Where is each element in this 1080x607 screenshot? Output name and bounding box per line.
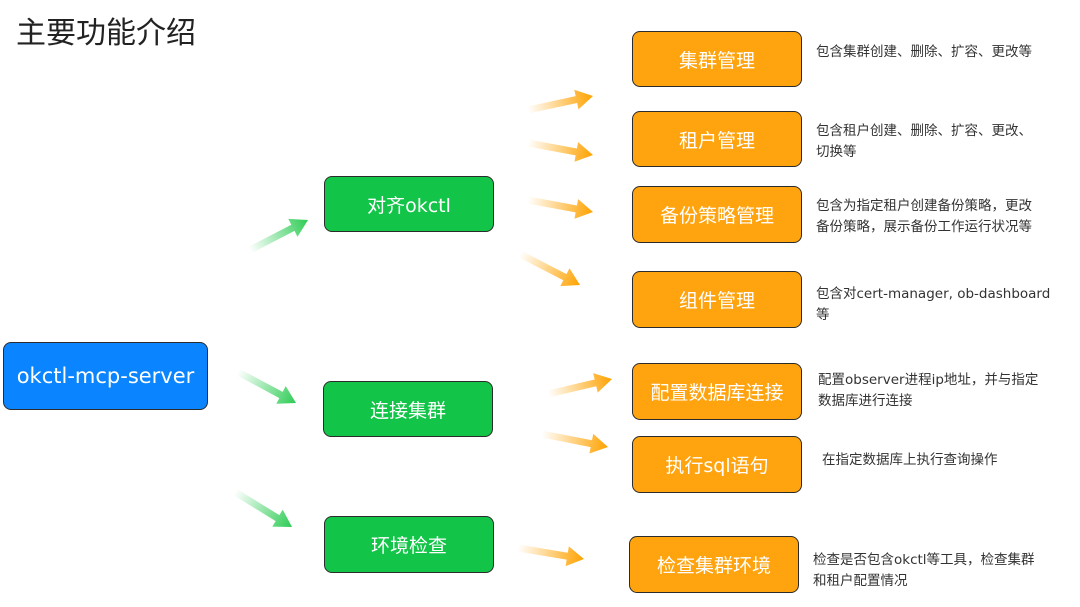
category-node-align: 对齐okctl xyxy=(324,176,494,232)
description-line: 包含对cert-manager, ob-dashboard xyxy=(816,286,1051,302)
feature-node-backup-policy: 备份策略管理 xyxy=(632,186,802,243)
arrow-to-check-env xyxy=(517,544,584,567)
feature-label: 集群管理 xyxy=(678,49,755,72)
feature-label: 检查集群环境 xyxy=(656,555,771,577)
description-line: 和租户配置情况 xyxy=(813,573,908,589)
description-line: 检查是否包含okctl等工具，检查集群 xyxy=(813,552,1035,568)
arrow-to-env-check xyxy=(233,489,292,527)
feature-description: 包含对cert-manager, ob-dashboard 等 xyxy=(816,284,1050,326)
root-label: okctl-mcp-server xyxy=(16,364,195,388)
feature-node-db-connection: 配置数据库连接 xyxy=(632,363,802,420)
category-node-env-check: 环境检查 xyxy=(324,516,494,573)
root-node: okctl-mcp-server xyxy=(3,342,208,410)
feature-label: 执行sql语句 xyxy=(665,455,769,477)
feature-description: 配置observer进程ip地址，并与指定 数据库进行连接 xyxy=(818,370,1038,412)
arrow-to-cluster-mgmt xyxy=(527,89,593,114)
feature-description: 包含租户创建、删除、扩容、更改、 切换等 xyxy=(816,121,1032,163)
category-label: 连接集群 xyxy=(369,399,446,422)
feature-node-exec-sql: 执行sql语句 xyxy=(632,436,802,493)
description-line: 等 xyxy=(816,307,830,323)
description-line: 包含为指定租户创建备份策略，更改 xyxy=(816,198,1032,214)
category-label: 对齐okctl xyxy=(367,194,451,217)
feature-node-component-mgmt: 组件管理 xyxy=(632,271,802,328)
feature-node-cluster-mgmt: 集群管理 xyxy=(632,31,802,87)
description-line: 备份策略，展示备份工作运行状况等 xyxy=(816,219,1032,235)
feature-description: 检查是否包含okctl等工具，检查集群 和租户配置情况 xyxy=(813,550,1035,592)
feature-description: 包含为指定租户创建备份策略，更改 备份策略，展示备份工作运行状况等 xyxy=(816,196,1032,238)
description-line: 配置observer进程ip地址，并与指定 xyxy=(818,372,1039,388)
category-label: 环境检查 xyxy=(370,535,447,557)
description-line: 数据库进行连接 xyxy=(818,393,913,409)
description-line: 在指定数据库上执行查询操作 xyxy=(822,452,998,468)
feature-label: 备份策略管理 xyxy=(659,205,774,227)
feature-description: 包含集群创建、删除、扩容、更改等 xyxy=(816,42,1032,63)
description-line: 切换等 xyxy=(816,144,857,160)
description-line: 包含集群创建、删除、扩容、更改等 xyxy=(816,44,1032,60)
feature-node-tenant-mgmt: 租户管理 xyxy=(632,111,802,167)
arrow-to-tenant-mgmt xyxy=(527,139,594,162)
arrow-to-align-okctl xyxy=(248,218,308,254)
arrow-to-backup-policy xyxy=(527,196,594,219)
page-title: 主要功能介绍 xyxy=(16,16,196,51)
description-line: 包含租户创建、删除、扩容、更改、 xyxy=(816,123,1032,139)
arrow-to-component-mgmt xyxy=(518,250,581,287)
feature-description: 在指定数据库上执行查询操作 xyxy=(822,450,998,471)
arrow-to-db-connection xyxy=(547,373,613,398)
feature-label: 配置数据库连接 xyxy=(650,382,784,404)
category-node-connect: 连接集群 xyxy=(323,381,493,437)
feature-label: 组件管理 xyxy=(678,290,755,312)
feature-node-check-env: 检查集群环境 xyxy=(629,536,799,593)
arrow-to-exec-sql xyxy=(541,430,608,454)
arrow-to-connect-cluster xyxy=(236,368,297,404)
feature-label: 租户管理 xyxy=(678,129,755,152)
